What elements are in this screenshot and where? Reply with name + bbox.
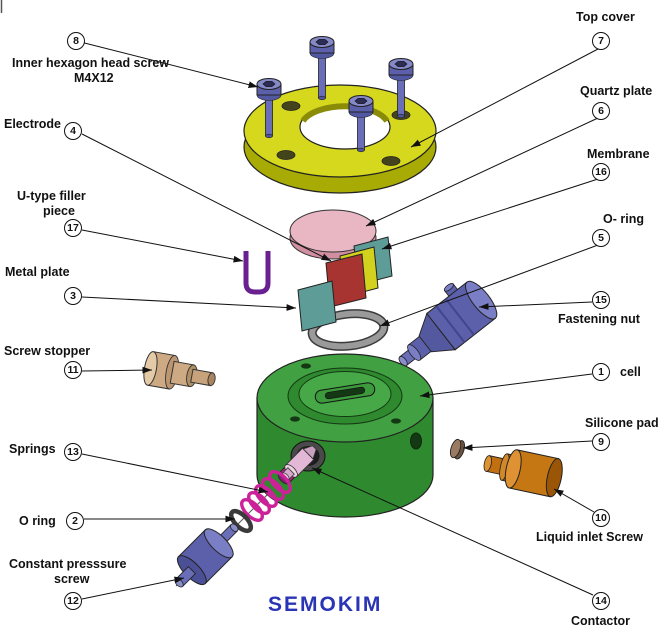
- leader-liquid-inlet: [553, 488, 595, 513]
- label-springs: Springs: [9, 442, 56, 456]
- leader-u-filler: [81, 229, 244, 263]
- label-electrode: Electrode: [4, 117, 61, 131]
- fastening-nut-shape: [398, 280, 498, 367]
- callout-num-constant-screw: 12: [64, 592, 82, 610]
- cell-top-slot: [314, 382, 376, 404]
- hex-socket: [315, 39, 329, 45]
- callout-num-springs: 13: [64, 443, 82, 461]
- label-u-filler: U-type filler: [17, 189, 86, 203]
- callout-num-membrane: 16: [592, 163, 610, 181]
- label-screw-stopper: Screw stopper: [4, 344, 91, 358]
- hex-socket: [354, 98, 368, 104]
- callout-num-quartz-plate: 6: [592, 102, 610, 120]
- springs-shape: [240, 470, 292, 522]
- o-ring-upper-shape: [307, 309, 389, 351]
- u-filler-shape: [243, 251, 271, 295]
- label-u-filler-2: piece: [43, 204, 75, 218]
- hex-screw-shape-4: [388, 58, 414, 119]
- hex-screw-shape-3: [348, 95, 374, 153]
- label-o-ring-upper: O- ring: [603, 212, 644, 226]
- leader-fastening-nut: [478, 301, 593, 310]
- label-top-cover: Top cover: [576, 10, 635, 24]
- leader-top-cover: [410, 48, 599, 148]
- leader-hex-screw: [84, 42, 259, 88]
- callout-num-metal-plate: 3: [64, 287, 82, 305]
- electrode-shape: [325, 246, 379, 308]
- leader-cell: [419, 373, 593, 399]
- hex-screw-shape-2: [256, 78, 282, 139]
- o-ring-lower-shape: [228, 508, 254, 534]
- leader-constant-screw: [81, 576, 185, 600]
- leader-metal-plate: [81, 296, 297, 311]
- label-o-ring-lower: O ring: [19, 514, 56, 528]
- leader-screw-stopper: [81, 366, 153, 374]
- label-metal-plate: Metal plate: [5, 265, 70, 279]
- callout-num-u-filler: 17: [64, 219, 82, 237]
- leader-silicone-pad: [462, 440, 593, 451]
- callout-num-o-ring-upper: 5: [592, 229, 610, 247]
- callout-num-top-cover: 7: [592, 32, 610, 50]
- label-fastening-nut: Fastening nut: [558, 312, 640, 326]
- cell-side-hole: [410, 432, 422, 450]
- top-cover-shape: [243, 84, 437, 194]
- top-cover-screw-holes: [276, 101, 411, 166]
- hex-screw-shape-1: [309, 36, 335, 101]
- metal-plate-shape: [297, 280, 337, 332]
- label-contactor: Contactor: [571, 614, 631, 628]
- silicone-pad-shape: [449, 438, 466, 460]
- label-hex-screw-size: M4X12: [74, 71, 114, 85]
- liquid-inlet-screw-shape: [483, 449, 563, 498]
- label-quartz-plate: Quartz plate: [580, 84, 653, 98]
- leader-springs: [81, 453, 269, 494]
- label-membrane: Membrane: [587, 147, 650, 161]
- callout-num-fastening-nut: 15: [592, 291, 610, 309]
- hex-socket: [394, 61, 408, 67]
- label-constant-screw-2: screw: [54, 572, 90, 586]
- leader-membrane: [381, 178, 599, 250]
- callout-num-silicone-pad: 9: [592, 433, 610, 451]
- callout-num-cell: 1: [592, 363, 610, 381]
- callout-num-screw-stopper: 11: [64, 361, 82, 379]
- callout-num-hex-screw: 8: [67, 32, 85, 50]
- label-hex-screw: Inner hexagon head screw: [12, 56, 169, 70]
- semokim-logo: SEMOKIM: [268, 593, 383, 616]
- callout-leader-lines: [81, 42, 599, 600]
- callout-num-electrode: 4: [64, 122, 82, 140]
- hex-socket: [262, 81, 276, 87]
- callout-num-contactor: 14: [592, 592, 610, 610]
- label-constant-screw: Constant presssure: [9, 557, 127, 571]
- callout-num-o-ring-lower: 2: [66, 512, 84, 530]
- leader-contactor: [311, 467, 594, 596]
- callout-num-liquid-inlet: 10: [592, 509, 610, 527]
- cell-shape: [256, 353, 434, 518]
- leader-o-ring-upper: [379, 244, 599, 327]
- label-cell: cell: [620, 365, 641, 379]
- leader-electrode: [81, 133, 332, 262]
- screw-stopper-shape: [143, 351, 216, 390]
- contactor-shape: [281, 445, 317, 481]
- leader-quartz-plate: [365, 117, 599, 227]
- label-liquid-inlet: Liquid inlet Screw: [536, 530, 643, 544]
- label-silicone-pad: Silicone pad: [585, 416, 659, 430]
